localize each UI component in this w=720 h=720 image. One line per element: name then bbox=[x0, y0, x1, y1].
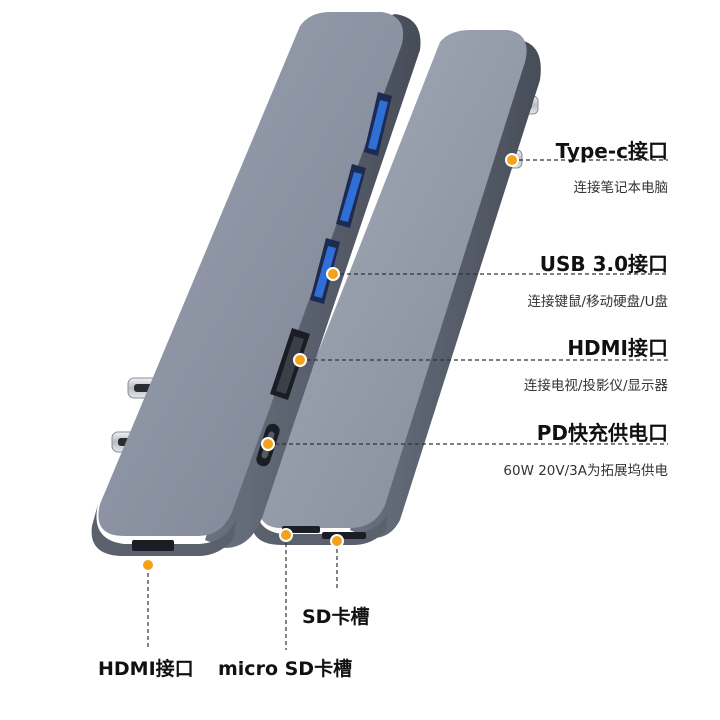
usb-sub: 连接键鼠/移动硬盘/U盘 bbox=[527, 294, 668, 310]
sd-label: SD卡槽 bbox=[302, 606, 370, 628]
marker-microsd bbox=[279, 528, 293, 542]
front-hdmi-port bbox=[132, 540, 174, 551]
usb-port-3 bbox=[310, 238, 340, 304]
microsd-label: micro SD卡槽 bbox=[218, 658, 353, 680]
marker-sd bbox=[330, 534, 344, 548]
usb-port-1 bbox=[364, 92, 392, 156]
sd-slot bbox=[322, 532, 366, 539]
marker-hdmi bbox=[293, 353, 307, 367]
marker-usb bbox=[326, 267, 340, 281]
hub-back bbox=[251, 30, 541, 546]
leader-lines bbox=[147, 159, 668, 650]
usb-title: USB 3.0接口 bbox=[539, 252, 668, 276]
hdmi-right-title: HDMI接口 bbox=[567, 336, 668, 360]
port-markers bbox=[141, 153, 519, 572]
hdmi-right-sub: 连接电视/投影仪/显示器 bbox=[523, 378, 668, 394]
side-hdmi-port bbox=[270, 328, 310, 400]
pd-title: PD快充供电口 bbox=[536, 421, 668, 445]
front-hdmi-label: HDMI接口 bbox=[98, 658, 194, 680]
marker-typec bbox=[505, 153, 519, 167]
marker-front-hdmi bbox=[141, 558, 155, 572]
pd-sub: 60W 20V/3A为拓展坞供电 bbox=[503, 463, 668, 479]
usb-port-2 bbox=[336, 164, 366, 228]
hub-front bbox=[91, 12, 421, 556]
marker-pd bbox=[261, 437, 275, 451]
typec-sub: 连接笔记本电脑 bbox=[573, 180, 669, 196]
typec-title: Type-c接口 bbox=[555, 139, 668, 163]
